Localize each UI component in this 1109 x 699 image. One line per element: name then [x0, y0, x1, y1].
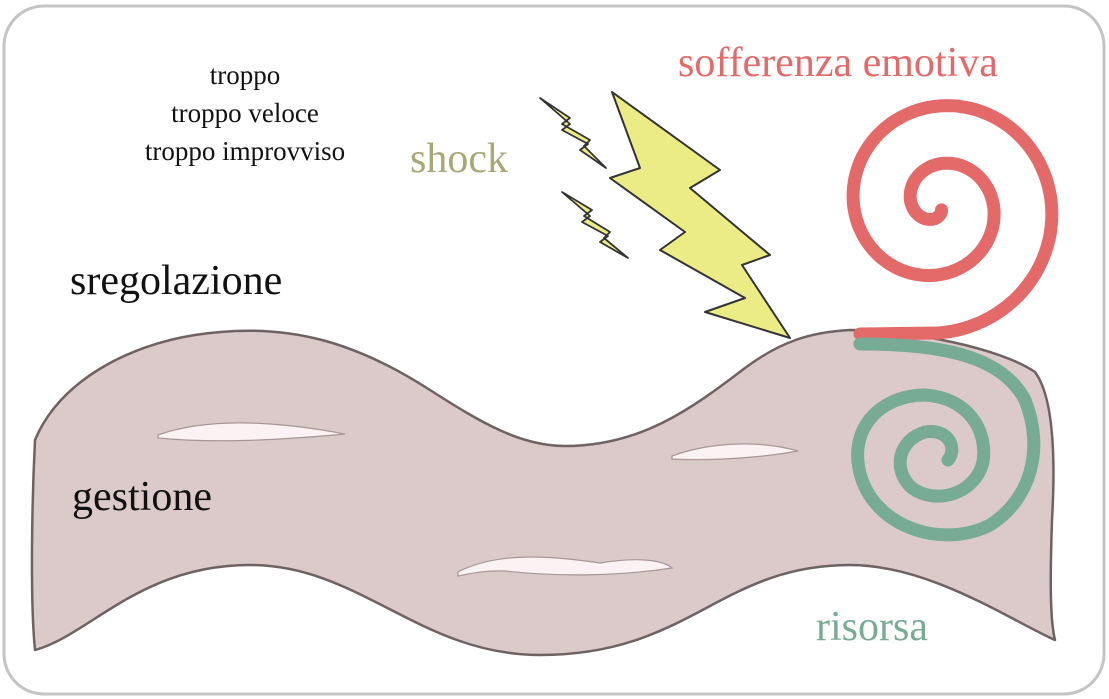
sofferenza-label: sofferenza emotiva	[678, 40, 998, 86]
intro-line: troppo	[209, 60, 281, 90]
wavy-band	[30, 328, 1057, 657]
band-highlight-1	[157, 422, 346, 442]
sregolazione-label: sregolazione	[70, 258, 283, 304]
big-lightning-icon	[609, 91, 791, 339]
band-highlight-3	[457, 556, 674, 577]
green-spiral-icon	[851, 337, 1041, 542]
intro-line: troppo veloce	[171, 98, 319, 128]
small-lightning-icon	[539, 97, 607, 169]
shock-label: shock	[410, 136, 508, 182]
risorsa-label: risorsa	[816, 604, 928, 650]
small-lightning-icon	[561, 191, 629, 259]
intro-text: troppo troppo veloce troppo improvviso	[110, 56, 380, 170]
gestione-label: gestione	[72, 474, 212, 520]
intro-line: troppo improvviso	[144, 136, 346, 166]
red-spiral-icon	[846, 99, 1059, 341]
band-highlight-2	[671, 443, 799, 461]
